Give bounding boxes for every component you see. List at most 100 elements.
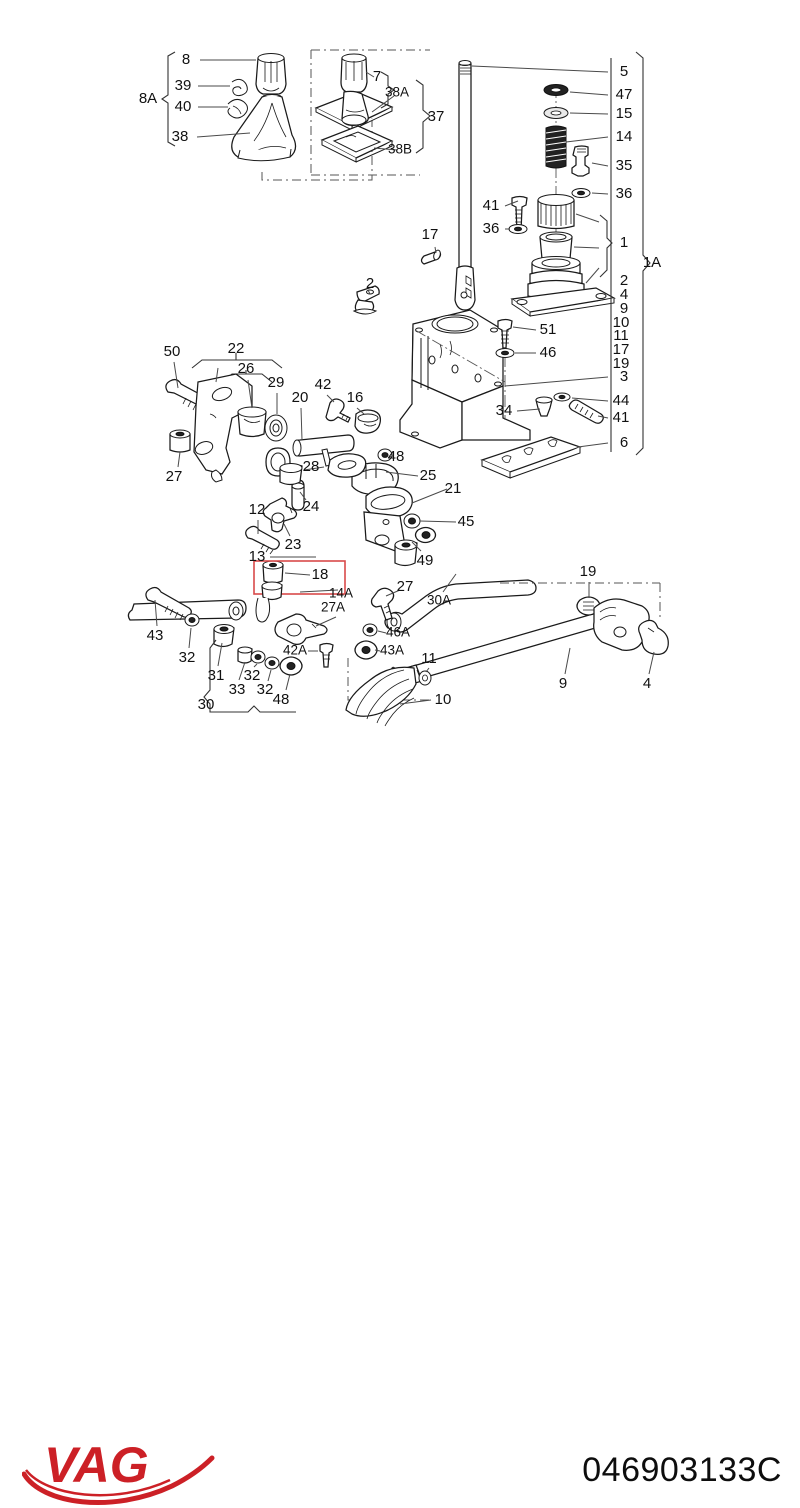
part-51-bolt [497, 318, 513, 349]
callout-32: 32 [179, 649, 196, 666]
part-46a-washer [362, 623, 378, 637]
callout-12: 12 [249, 501, 266, 518]
part-32b-washer [250, 650, 266, 664]
part-38-shift-boot [231, 94, 297, 162]
callout-5: 5 [620, 63, 628, 80]
callout-51: 51 [540, 321, 557, 338]
callout-49: 49 [417, 552, 434, 569]
part-10-rubber-boot [345, 666, 417, 727]
part-46-washer [495, 348, 515, 358]
callout-36: 36 [616, 185, 633, 202]
part-28-bushing [279, 463, 303, 486]
part-38b-trim-frame [320, 125, 394, 163]
part-8-shift-knob [255, 53, 287, 95]
callout-23: 23 [285, 536, 302, 553]
parts-diagram-svg: 83940388A738A38B3754715143536413611A2491… [127, 49, 669, 727]
part-49-nut [414, 526, 437, 544]
part-7-shift-knob [340, 53, 368, 93]
callout-11b: 11 [421, 650, 437, 667]
part-12-bolt [245, 525, 280, 555]
callout-40: 40 [175, 98, 192, 115]
callout-16: 16 [347, 389, 364, 406]
callout-47: 47 [616, 86, 633, 103]
part-43a-nut [354, 640, 378, 660]
part-26-bushing [237, 406, 267, 438]
callout-38: 38 [172, 128, 189, 145]
part-28b-cap [327, 453, 367, 478]
brace-30 [203, 639, 296, 713]
brace-38a [380, 71, 395, 109]
brace-26 [221, 370, 273, 383]
callout-19b: 19 [580, 563, 597, 580]
callout-1: 1 [620, 234, 628, 251]
part-33-sleeve [237, 646, 253, 664]
part-31-bushing [213, 624, 235, 648]
callout-32b: 32 [244, 667, 261, 684]
callout-20: 20 [292, 389, 309, 406]
callout-32c: 32 [257, 681, 274, 698]
part-42-bolt [325, 398, 351, 423]
footer: VAG 046903133C [0, 716, 800, 1505]
part-14-spring [545, 125, 567, 169]
callout-48b: 48 [273, 691, 290, 708]
callout-48: 48 [388, 448, 405, 465]
part-39-clip [231, 78, 248, 97]
part-24-pin [291, 479, 305, 511]
part-45-washer [403, 513, 421, 529]
part-36b-washer [508, 224, 528, 234]
callout-2: 2 [366, 275, 374, 292]
brace-37 [415, 79, 431, 154]
part-15-washer [543, 107, 569, 119]
part-23-ball-joint [262, 497, 298, 533]
part-47-oring [543, 84, 569, 96]
callout-46: 46 [540, 344, 557, 361]
part-48b-nut [279, 656, 303, 676]
part-3-shifter-tower [399, 309, 531, 449]
part-1-bearing-stack [527, 194, 585, 301]
callout-22: 22 [228, 340, 245, 357]
callout-34: 34 [496, 402, 513, 419]
callout-25: 25 [420, 467, 437, 484]
part-22-relay-lever [193, 373, 253, 483]
callout-9b: 9 [559, 675, 567, 692]
vag-wordmark: VAG [44, 1437, 149, 1493]
callout-36b: 36 [483, 220, 500, 237]
callout-27: 27 [166, 468, 183, 485]
part-44-washer [553, 392, 571, 402]
callout-50: 50 [164, 343, 181, 360]
part-40-clip [227, 98, 248, 119]
callout-30: 30 [198, 696, 215, 713]
callout-8: 8 [182, 51, 190, 68]
callout-7: 7 [373, 68, 381, 85]
brace-1 [599, 214, 613, 278]
part-42a-bolt [319, 642, 334, 668]
part-41r-bolt [568, 399, 604, 424]
callout-38A: 38A [385, 85, 409, 100]
callout-15: 15 [616, 105, 633, 122]
callout-45: 45 [458, 513, 475, 530]
callout-26: 26 [238, 360, 255, 377]
callout-42: 42 [315, 376, 332, 393]
callout-33: 33 [229, 681, 246, 698]
part-18-bushing [262, 560, 284, 584]
callout-13: 13 [249, 548, 266, 565]
callout-9: 9 [620, 300, 628, 317]
callout-3: 3 [620, 368, 628, 385]
part-17-pin [420, 249, 442, 265]
part-27-bushing [169, 429, 191, 453]
brace-22 [191, 353, 283, 369]
callout-37: 37 [428, 108, 445, 125]
callout-21: 21 [445, 480, 462, 497]
callout-27A: 27A [321, 600, 345, 615]
vag-logo: VAG [22, 1437, 215, 1505]
callout-41r: 41 [613, 409, 630, 426]
callout-43A: 43A [380, 643, 404, 658]
callout-6: 6 [620, 434, 628, 451]
part-14a-rod-end [255, 581, 283, 623]
part-16-clamp [354, 409, 381, 434]
callout-35: 35 [616, 157, 633, 174]
group-8a-bracket [161, 51, 176, 147]
callout-14A: 14A [329, 586, 353, 601]
callout-10: 10 [613, 314, 630, 331]
